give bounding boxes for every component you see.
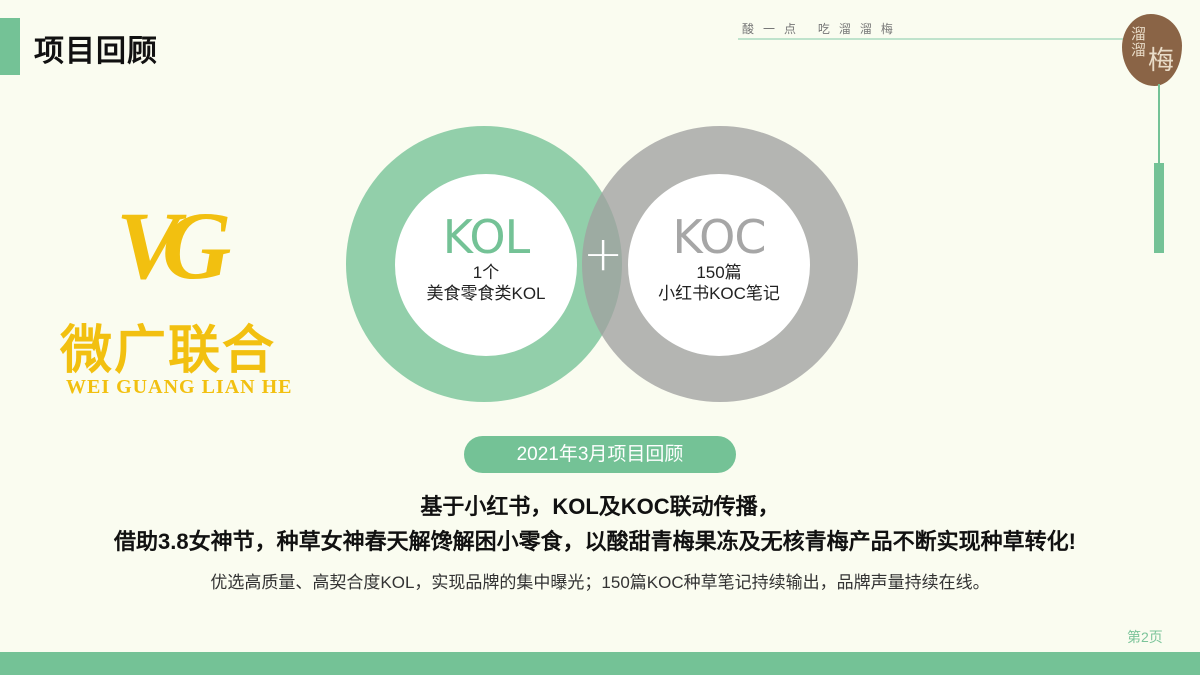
footer-bar (0, 652, 1200, 675)
brand-badge-icon: 溜溜 梅 (1122, 14, 1182, 86)
brand-badge-text-1: 溜溜 (1131, 25, 1147, 59)
slogan-divider (738, 38, 1133, 40)
koc-title: KOC (672, 210, 767, 264)
summary-line-1: 基于小红书，KOL及KOC联动传播， (420, 494, 780, 519)
page-title: 项目回顾 (34, 34, 158, 69)
logo-name-en: WEI GUANG LIAN HE (66, 376, 293, 398)
kol-count: 1个 (472, 263, 500, 282)
summary-line-2: 借助3.8女神节，种草女神春天解馋解困小零食，以酸甜青梅果冻及无核青梅产品不断实… (114, 529, 1076, 554)
review-period-pill: 2021年3月项目回顾 (464, 436, 736, 473)
kol-circle: KOL 1个 美食零食类KOL (395, 174, 577, 356)
koc-count: 150篇 (696, 263, 742, 282)
summary-line-3: 优选高质量、高契合度KOL，实现品牌的集中曝光；150篇KOC种草笔记持续输出，… (210, 573, 990, 592)
title-accent-bar (0, 18, 20, 75)
logo-mark: VG (116, 192, 231, 299)
koc-desc: 小红书KOC笔记 (658, 284, 780, 303)
kol-title: KOL (442, 210, 530, 264)
hanging-line (1158, 84, 1160, 166)
slogan: 酸一点 吃溜溜梅 (742, 22, 902, 36)
page-number: 第2页 (1127, 629, 1163, 645)
koc-circle: KOC 150篇 小红书KOC笔记 (628, 174, 810, 356)
plus-icon: + (583, 226, 624, 282)
logo-name-cn: 微广联合 (60, 320, 277, 381)
company-logo: VG 微广联合 WEI GUANG LIAN HE (60, 192, 320, 410)
kol-desc: 美食零食类KOL (426, 284, 546, 303)
hanging-bar (1154, 163, 1164, 253)
brand-badge-text-2: 梅 (1148, 46, 1175, 76)
